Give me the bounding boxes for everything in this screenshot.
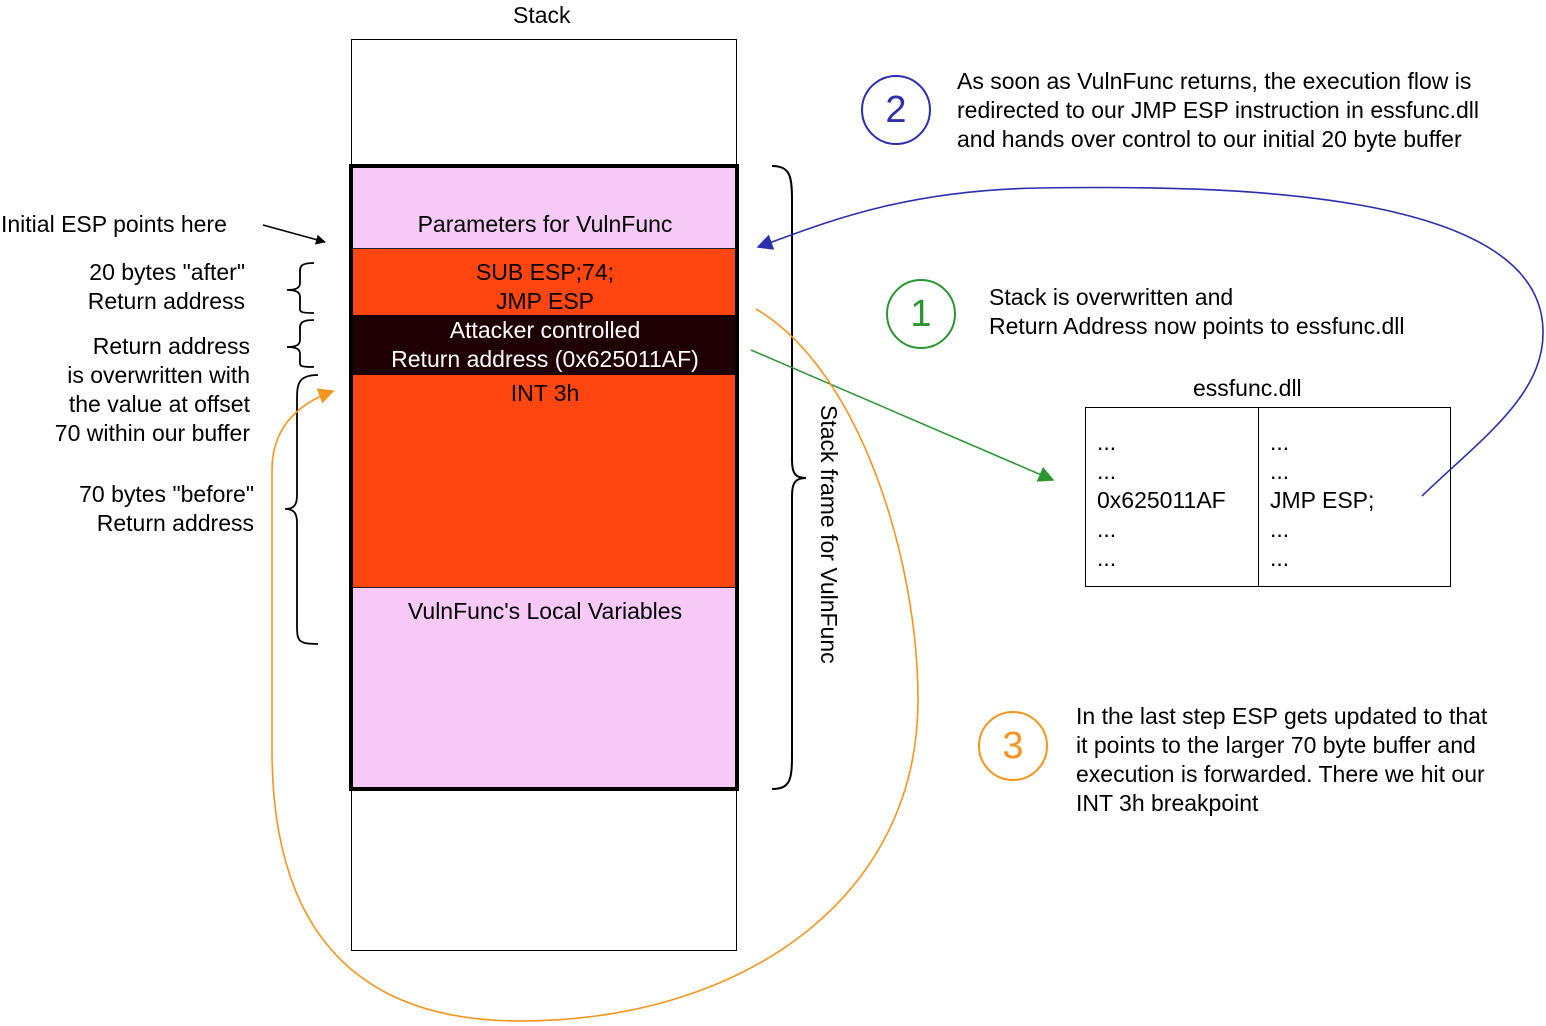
locals-label: VulnFunc's Local Variables [407,598,683,624]
dll-instruction-cell: ... [1270,516,1290,542]
dll-address-cell: ... [1097,545,1117,571]
step-1-text: Stack is overwritten and Return Address … [989,283,1405,341]
step-3-arrow [271,308,919,1022]
stack-frame-border [349,164,739,791]
dll-instruction-cell: JMP ESP; [1270,487,1375,513]
step-1-number: 1 [910,293,932,335]
int3-segment: INT 3h [353,375,737,587]
brace-return-address [286,319,315,368]
dll-instruction-cell: ... [1270,429,1290,455]
step-2-arrow [756,186,1544,497]
before-line2: Return address [96,510,254,536]
attacker-return-segment: Attacker controlled Return address (0x62… [353,315,737,375]
step-2-line3: and hands over control to our initial 20… [957,126,1462,152]
sub-esp-line2: JMP ESP [496,288,594,314]
sub-esp-segment: SUB ESP;74; JMP ESP [353,248,737,315]
brace-after-bytes [286,262,315,314]
step-1-circle: 1 [886,279,956,349]
overwritten-line4: 70 within our buffer [54,420,250,446]
dll-table: ... ... 0x625011AF ... ... ... ... JMP E… [1085,407,1451,587]
dll-address-column: ... ... 0x625011AF ... ... [1086,408,1259,586]
dll-address-cell: ... [1097,458,1117,484]
step-2-circle: 2 [861,75,931,145]
step-2-line1: As soon as VulnFunc returns, the executi… [957,68,1472,94]
stack-title: Stack [513,2,571,28]
after-bytes-label: 20 bytes "after" Return address [40,258,245,316]
after-line2: Return address [87,288,245,314]
brace-stack-frame [771,165,807,790]
step-3-line3: execution is forwarded. There we hit our [1076,761,1485,787]
step-3-line4: INT 3h breakpoint [1076,790,1259,816]
dll-address-cell: ... [1097,516,1117,542]
overwritten-label: Return address is overwritten with the v… [20,332,250,448]
locals-segment: VulnFunc's Local Variables [353,587,737,787]
sub-esp-line1: SUB ESP;74; [475,259,615,285]
dll-instruction-column: ... ... JMP ESP; ... ... [1259,408,1449,586]
before-bytes-label: 70 bytes "before" Return address [30,480,254,538]
initial-esp-arrow [262,224,326,245]
parameters-segment: Parameters for VulnFunc [353,168,737,248]
parameters-label: Parameters for VulnFunc [417,211,673,237]
before-line1: 70 bytes "before" [79,481,254,507]
initial-esp-label: Initial ESP points here [1,211,227,237]
dll-instruction-cell: ... [1270,545,1290,571]
attacker-line1: Attacker controlled [449,317,641,343]
step-2-text: As soon as VulnFunc returns, the executi… [957,67,1479,154]
step-3-circle: 3 [978,711,1048,781]
overwritten-line1: Return address [92,333,250,359]
dll-instruction-cell: ... [1270,458,1290,484]
overwritten-line3: the value at offset [68,391,250,417]
step-3-line1: In the last step ESP gets updated to tha… [1076,703,1488,729]
step-3-number: 3 [1002,725,1024,767]
brace-before-bytes [284,374,319,645]
step-2-number: 2 [885,89,907,131]
after-line1: 20 bytes "after" [89,259,245,285]
step-3-line2: it points to the larger 70 byte buffer a… [1076,732,1476,758]
dll-address-cell: ... [1097,429,1117,455]
dll-address-cell: 0x625011AF [1097,487,1226,513]
step-1-arrow [750,349,1055,482]
overwritten-line2: is overwritten with [67,362,250,388]
dll-title: essfunc.dll [1193,375,1302,401]
step-3-text: In the last step ESP gets updated to tha… [1076,702,1487,818]
step-1-line1: Stack is overwritten and [989,284,1234,310]
step-1-line2: Return Address now points to essfunc.dll [989,313,1405,339]
attacker-line2: Return address (0x625011AF) [391,346,699,372]
int3-label: INT 3h [510,380,580,406]
step-2-line2: redirected to our JMP ESP instruction in… [957,97,1480,123]
